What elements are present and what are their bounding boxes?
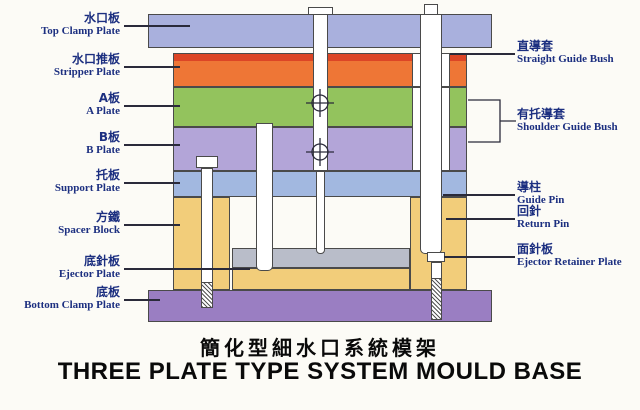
label-en: A Plate <box>86 105 120 117</box>
label-en: Top Clamp Plate <box>40 25 120 37</box>
label-shoulder-guide-bush: 有托導套 Shoulder Guide Bush <box>517 108 639 134</box>
label-zh: 面針板 <box>517 242 554 256</box>
leader-line <box>444 256 515 258</box>
label-straight-guide-bush: 直導套 Straight Guide Bush <box>517 40 639 66</box>
label-en: Ejector Plate <box>58 268 120 280</box>
label-zh: 水口板 <box>83 11 120 25</box>
label-zh: 水口推板 <box>71 52 120 66</box>
sprue-column <box>313 14 328 171</box>
label-en: Stripper Plate <box>53 66 120 78</box>
leader-line <box>124 268 250 270</box>
guide-pin-pillar <box>420 14 442 254</box>
return-pin-thread <box>431 278 442 320</box>
leader-line <box>124 182 180 184</box>
leader-line <box>124 66 180 68</box>
label-en: Support Plate <box>54 182 120 194</box>
label-en: Straight Guide Bush <box>517 53 614 65</box>
label-en: Guide Pin <box>517 194 565 206</box>
label-spacer-block: 方鐵 Spacer Block <box>0 211 122 237</box>
center-pull-rod <box>316 171 325 254</box>
label-zh: A板 <box>98 91 120 105</box>
label-zh: 導柱 <box>517 180 542 194</box>
label-en: Return Pin <box>517 218 570 230</box>
label-zh: 底板 <box>95 285 120 299</box>
label-zh: B板 <box>98 130 120 144</box>
guide-pin-center <box>256 123 273 271</box>
leader-line <box>124 224 180 226</box>
label-en: Ejector Retainer Plate <box>517 256 622 268</box>
diagram-title-english: THREE PLATE TYPE SYSTEM MOULD BASE <box>57 358 583 385</box>
label-zh: 方鐵 <box>95 210 120 224</box>
label-zh: 有托導套 <box>517 107 566 121</box>
return-pin-head <box>427 252 445 262</box>
label-en: Bottom Clamp Plate <box>24 299 120 311</box>
label-en: Spacer Block <box>58 224 120 236</box>
label-ejector-plate: 底針板 Ejector Plate <box>0 255 122 281</box>
label-stripper-plate: 水口推板 Stripper Plate <box>0 53 122 79</box>
diagram-title-chinese: 簡化型細水口系統模架 <box>200 336 440 360</box>
leader-line <box>124 105 180 107</box>
leader-line <box>124 144 180 146</box>
leader-line <box>450 53 515 55</box>
label-support-plate: 托板 Support Plate <box>0 169 122 195</box>
leader-line <box>446 218 515 220</box>
leader-line <box>443 194 515 196</box>
label-a-plate: A板 A Plate <box>0 92 122 118</box>
leader-line <box>124 299 160 301</box>
left-bolt-head <box>196 156 218 168</box>
label-top-clamp-plate: 水口板 Top Clamp Plate <box>0 12 122 38</box>
label-ejector-retainer-plate: 面針板 Ejector Retainer Plate <box>517 243 639 269</box>
label-guide-pin: 導柱 Guide Pin <box>517 181 639 207</box>
label-zh: 托板 <box>95 168 120 182</box>
label-zh: 回針 <box>517 204 542 218</box>
label-bottom-clamp-plate: 底板 Bottom Clamp Plate <box>0 286 122 312</box>
label-b-plate: B板 B Plate <box>0 131 122 157</box>
label-en: B Plate <box>86 144 120 156</box>
label-en: Shoulder Guide Bush <box>517 121 618 133</box>
ejector-plate <box>232 268 410 290</box>
label-zh: 底針板 <box>83 254 120 268</box>
left-bolt-thread <box>201 282 213 308</box>
label-return-pin: 回針 Return Pin <box>517 205 639 231</box>
leader-line <box>124 25 190 27</box>
shoulder-bush-bracket <box>468 99 516 143</box>
label-zh: 直導套 <box>517 39 554 53</box>
